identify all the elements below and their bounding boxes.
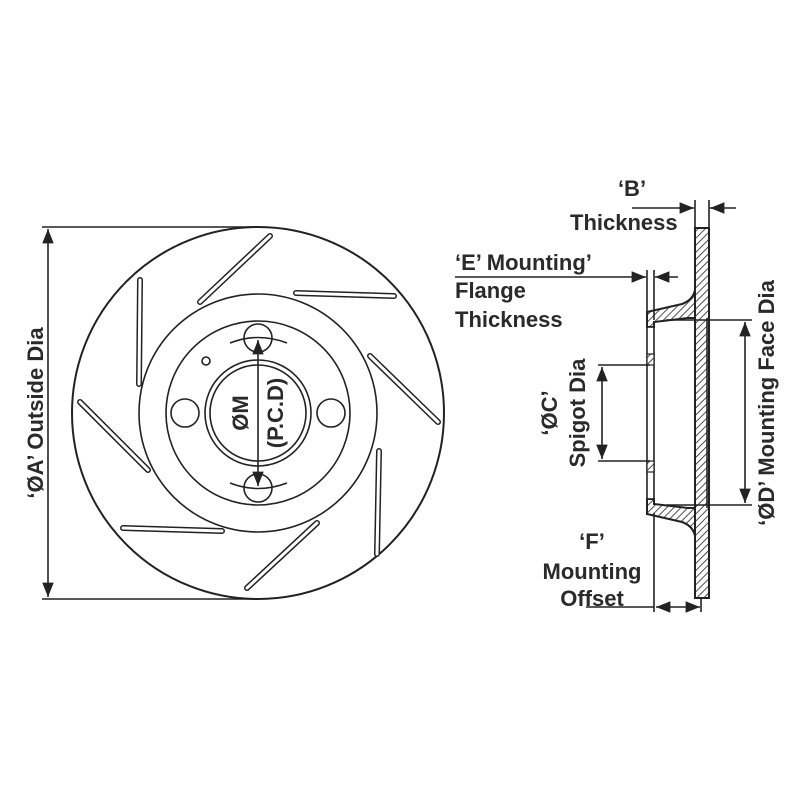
spigot-section-bottom: [646, 460, 655, 473]
hat-circle: [165, 320, 351, 506]
inner-friction-edge: [138, 293, 378, 533]
pcd-arc-top: [229, 336, 288, 344]
e-label-line1: ‘E’ Mounting’: [455, 250, 592, 275]
disc-front-view: ØM (P.C.D) ‘ØA’ Outside Dia: [23, 226, 445, 600]
c-code-label: ‘ØC’: [537, 390, 562, 435]
pcd-arc-bottom: [229, 482, 288, 490]
e-label-line2: Flange: [455, 278, 526, 303]
f-label-line2: Offset: [560, 586, 624, 611]
f-label-line1: Mounting: [543, 559, 642, 584]
locating-hole: [201, 356, 211, 366]
outside-dia-label: ‘ØA’ Outside Dia: [23, 327, 48, 499]
disc-cross-section: ‘B’ Thickness ‘E’ Mounting’ Flange Thick…: [455, 176, 779, 613]
c-spigot-label: Spigot Dia: [565, 358, 590, 468]
b-code-label: ‘B’: [618, 176, 646, 201]
f-code-label: ‘F’: [579, 529, 605, 554]
slots: [77, 233, 441, 591]
spigot-section-top: [646, 353, 655, 366]
b-thickness-label: Thickness: [570, 210, 678, 235]
pcd-code-label: ØM: [228, 395, 253, 430]
mounting-face: [646, 326, 655, 500]
hat-wall-bottom: [646, 498, 696, 537]
bolt-hole-left: [170, 398, 200, 428]
bolt-hole-right: [316, 398, 346, 428]
hat-wall-top: [646, 289, 696, 328]
pcd-label: (P.C.D): [263, 378, 288, 449]
e-label-line3: Thickness: [455, 307, 563, 332]
d-mounting-face-label: ‘ØD’ Mounting Face Dia: [754, 279, 779, 525]
